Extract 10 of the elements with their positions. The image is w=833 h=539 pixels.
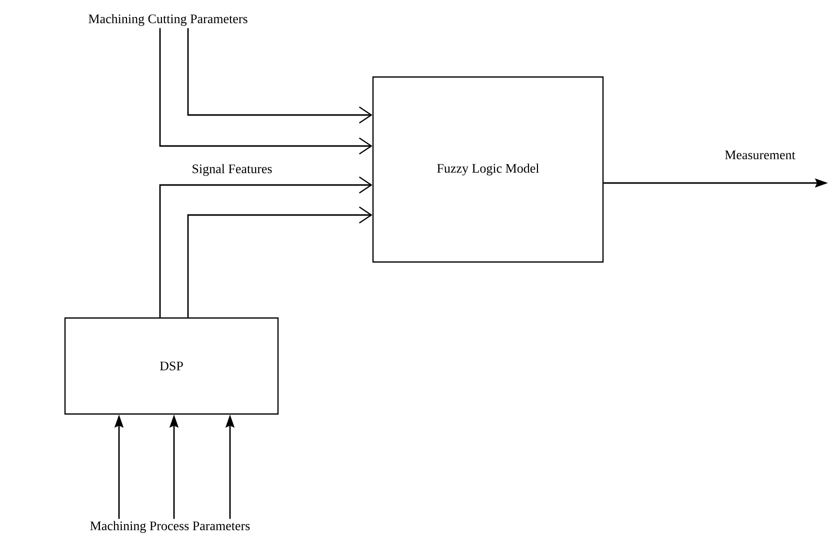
arrow	[187, 28, 372, 124]
text-label: Machining Cutting Parameters	[88, 14, 248, 26]
process-box: DSP	[64, 317, 279, 415]
text-label: Machining Process Parameters	[90, 521, 250, 533]
edge-label: Measurement	[724, 150, 796, 160]
process-box: Fuzzy Logic Model	[372, 76, 604, 263]
arrow	[159, 28, 372, 154]
arrow	[159, 176, 372, 318]
edge-label: Signal Features	[190, 163, 274, 177]
arrow	[187, 206, 372, 318]
